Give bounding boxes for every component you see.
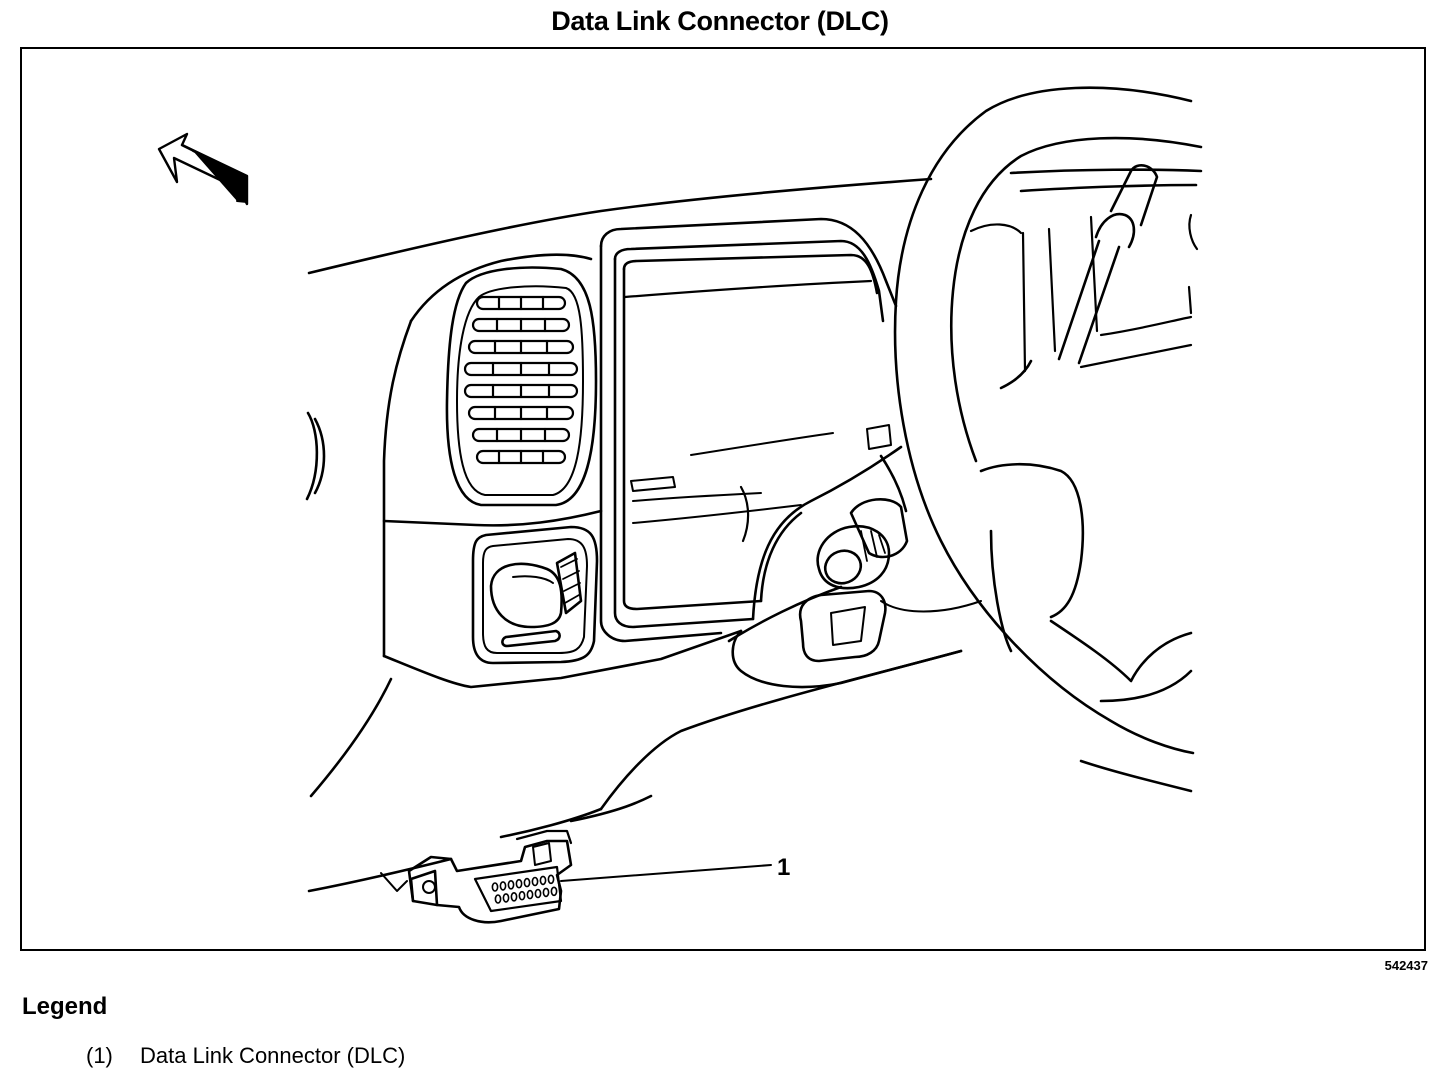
callout-label: 1 [777, 854, 790, 881]
page-title: Data Link Connector (DLC) [551, 6, 889, 36]
legend-heading: Legend [22, 993, 108, 1020]
connector-pin [534, 888, 542, 899]
instrument-cluster [599, 217, 898, 643]
headlamp-switch-panel [471, 525, 599, 665]
connector-pin [515, 878, 523, 889]
forward-arrow-icon [157, 132, 249, 206]
callout-leader-line [560, 864, 772, 882]
multifunction-knob [816, 497, 909, 590]
connector-pin [510, 891, 518, 902]
lower-dashboard [307, 649, 963, 893]
center-air-vent [445, 266, 598, 507]
connector-pin [491, 882, 499, 892]
cluster-right-portion [969, 213, 1199, 373]
legend-item: (1) Data Link Connector (DLC) [86, 1043, 405, 1069]
diagram-frame: 1 [20, 47, 1426, 951]
figure-id-code: 542437 [1384, 958, 1428, 973]
dashboard-line-drawing: 1 [157, 86, 1203, 924]
side-vent-edge [305, 411, 326, 501]
dashboard-bezel [382, 253, 743, 689]
connector-pin [507, 879, 515, 890]
legend-item-number: (1) [86, 1043, 113, 1068]
connector-pin [542, 887, 550, 898]
connector-pin [526, 889, 534, 900]
steering-wheel [893, 86, 1203, 793]
data-link-connector [380, 829, 573, 924]
steering-column-shroud [727, 445, 963, 689]
connector-pin [494, 894, 502, 904]
legend-item-text: Data Link Connector (DLC) [140, 1043, 406, 1068]
connector-pin [539, 875, 547, 886]
connector-pin [547, 874, 555, 885]
lower-switch [798, 589, 982, 663]
connector-pin [502, 893, 510, 903]
connector-pin [531, 876, 539, 887]
connector-pin [518, 890, 526, 901]
connector-pin [550, 886, 558, 897]
dashboard-top-edge [307, 168, 1203, 275]
vent-louvers [463, 295, 579, 465]
connector-pin [523, 877, 531, 888]
connector-pin [499, 881, 507, 891]
